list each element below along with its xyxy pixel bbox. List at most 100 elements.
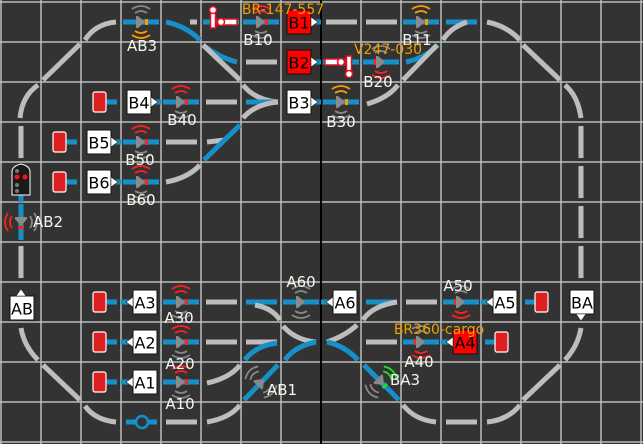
track-curve[interactable]: [563, 327, 584, 362]
sensor-icon: [364, 365, 398, 399]
block-ab[interactable]: AB: [9, 288, 35, 321]
track-diagonal[interactable]: [521, 43, 562, 82]
track-curve[interactable]: [486, 19, 522, 42]
turnout-curve[interactable]: [360, 299, 398, 322]
turnout-curve[interactable]: [165, 19, 202, 42]
block-a1[interactable]: A1: [121, 369, 158, 395]
sensor-b40[interactable]: B40: [163, 85, 199, 129]
block-b4[interactable]: B4: [126, 89, 161, 115]
sensor-b20[interactable]: B20: [363, 45, 399, 91]
sensor-label: B30: [326, 113, 355, 131]
block-a6[interactable]: A6: [321, 289, 358, 315]
turnout-curve[interactable]: [241, 99, 279, 120]
track-curve[interactable]: [563, 83, 584, 119]
sensor-a50[interactable]: A50: [443, 277, 479, 319]
track-curve[interactable]: [17, 82, 40, 119]
sensor-label: B11: [402, 31, 431, 49]
block-a3[interactable]: A3: [121, 289, 158, 315]
sensor-label: A50: [443, 277, 472, 295]
locomotive-label[interactable]: V247-030: [354, 42, 422, 58]
track-curve[interactable]: [440, 19, 468, 42]
track-curve[interactable]: [486, 403, 522, 425]
turnout-curve[interactable]: [326, 323, 359, 345]
track-diagonal[interactable]: [41, 42, 82, 82]
track-diagonal[interactable]: [401, 43, 439, 82]
sensor-b10[interactable]: B10: [243, 5, 279, 49]
track-curve[interactable]: [366, 83, 400, 107]
block-b2[interactable]: B2: [286, 49, 321, 75]
decoupler-icon[interactable]: [134, 414, 150, 430]
track-curve[interactable]: [18, 327, 40, 362]
block-a5[interactable]: A5: [481, 289, 518, 315]
block-label: A1: [134, 374, 155, 393]
sensor-b30[interactable]: B30: [323, 85, 359, 131]
direction-arrow-icon: [125, 336, 134, 348]
turnout-curve[interactable]: [254, 302, 283, 322]
track-diagonal[interactable]: [521, 363, 562, 402]
block-ba[interactable]: BA: [569, 289, 595, 322]
direction-arrow-icon: [310, 16, 319, 28]
sensor-ab3[interactable]: AB3: [123, 5, 159, 55]
bumper: [52, 131, 77, 153]
sensor-ab1[interactable]: AB1: [243, 364, 297, 399]
turnout-curve[interactable]: [326, 339, 360, 362]
direction-arrow-icon: [445, 336, 454, 348]
sensor-a20[interactable]: A20: [163, 325, 199, 373]
turnout-curve[interactable]: [282, 339, 317, 362]
sensor-icon: [131, 5, 151, 39]
track-diagonal[interactable]: [41, 363, 82, 402]
sensor-icon: [4, 212, 38, 232]
direction-arrow-icon: [110, 136, 119, 148]
sensor-b60[interactable]: B60: [123, 165, 159, 209]
block-b6[interactable]: B6: [86, 169, 121, 195]
sensor-a40[interactable]: A40: [403, 325, 439, 371]
block-b1[interactable]: B1: [286, 9, 321, 35]
track-curve[interactable]: [82, 404, 117, 425]
track-curve[interactable]: [401, 403, 437, 425]
track-curve[interactable]: [82, 19, 117, 42]
block-label: B6: [88, 174, 109, 193]
locomotive-label[interactable]: BR360-cargo: [394, 322, 484, 338]
turnout-curve[interactable]: [281, 324, 317, 345]
sensor-a60[interactable]: A60: [283, 273, 319, 319]
track-curve[interactable]: [206, 403, 242, 425]
track-curve[interactable]: [165, 163, 202, 185]
sensor-label: A20: [165, 355, 194, 373]
sensor-label: B40: [167, 111, 196, 129]
direction-arrow-icon: [15, 288, 27, 297]
bumper: [525, 291, 549, 313]
sensor-ba3[interactable]: BA3: [363, 364, 420, 399]
sensor-b11[interactable]: B11: [402, 5, 439, 49]
sensor-icon: [411, 325, 431, 359]
track-diagonal[interactable]: [201, 43, 242, 82]
sensor-b50[interactable]: B50: [123, 125, 159, 169]
block-label: A6: [334, 294, 355, 313]
turnout-curve[interactable]: [241, 83, 279, 105]
sensor-ab2[interactable]: AB2: [4, 204, 63, 240]
turnout-curve[interactable]: [242, 340, 278, 362]
track-diagonal[interactable]: [202, 123, 242, 162]
sensor-icon: [244, 365, 278, 399]
main-signal-ab[interactable]: [11, 163, 31, 202]
sensor-a10[interactable]: A10: [163, 365, 199, 413]
block-label: A3: [134, 294, 155, 313]
signal-b2-exit[interactable]: [323, 55, 359, 79]
block-a4[interactable]: A4: [441, 329, 478, 355]
sensor-icon: [171, 365, 191, 399]
sensor-label: AB2: [33, 213, 63, 231]
block-b3[interactable]: B3: [286, 89, 321, 115]
sensor-icon: [411, 5, 431, 39]
bumper: [92, 331, 117, 353]
locomotive-label[interactable]: BR-147-557: [242, 2, 324, 18]
signal-b1-exit[interactable]: [203, 5, 239, 29]
track-curve[interactable]: [206, 363, 242, 386]
sensor-icon: [171, 85, 191, 119]
block-b5[interactable]: B5: [86, 129, 121, 155]
bumper: [92, 291, 117, 313]
sensor-label: A30: [164, 309, 193, 327]
sensor-icon: [171, 325, 191, 359]
block-a2[interactable]: A2: [121, 329, 158, 355]
sensor-a30[interactable]: A30: [163, 285, 199, 327]
